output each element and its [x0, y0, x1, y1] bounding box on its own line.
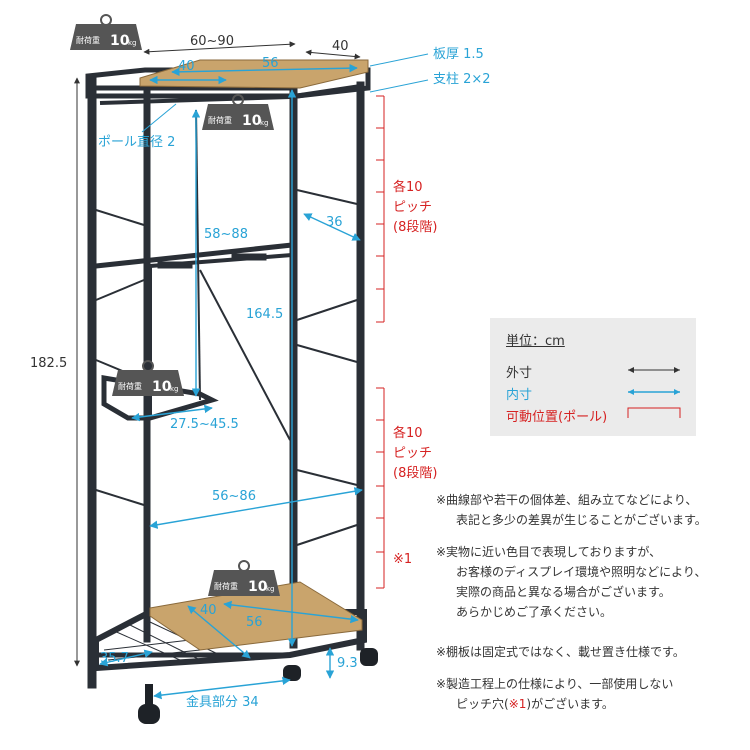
load-tag-upper-pole: 耐荷重 10 kg — [202, 94, 274, 130]
note-4: ※製造工程上の仕様により、一部使用しない ピッチ穴(※1)がございます。 — [436, 677, 674, 711]
bottom-shelf-width-label: 56 — [246, 615, 263, 630]
post-size-leader — [369, 79, 429, 93]
legend-movable: 可動位置(ポール) — [506, 410, 608, 425]
width-range-label: 60~90 — [190, 34, 234, 49]
inner-dimensions — [99, 63, 363, 700]
depth-label: 40 — [332, 39, 349, 54]
pitch-upper-line2: ピッチ — [393, 200, 432, 215]
note-1: ※曲線部や若干の個体差、組み立てなどにより、 表記と多少の差異が生じることがござ… — [436, 493, 707, 527]
svg-text:耐荷重: 耐荷重 — [118, 381, 142, 391]
svg-text:kg: kg — [128, 39, 137, 47]
shelf-thickness-leader — [369, 53, 429, 67]
note-2: ※実物に近い色目で表現しておりますが、 お客様のディスプレイ環境や照明などにより… — [436, 545, 707, 619]
legend-movable-bracket — [627, 407, 681, 418]
caster-front-right — [283, 665, 301, 681]
inner-height-label: 164.5 — [246, 307, 283, 322]
top-shelf-depth-label: 40 — [178, 59, 195, 74]
svg-text:kg: kg — [266, 585, 275, 593]
side-depth-label: 36 — [326, 215, 343, 230]
svg-text:10: 10 — [248, 579, 268, 595]
pitch-upper-line1: 各10 — [393, 179, 423, 195]
svg-text:10: 10 — [152, 379, 172, 395]
legend-inner-arrow — [628, 389, 680, 395]
svg-text:kg: kg — [260, 119, 269, 127]
svg-text:10: 10 — [242, 113, 262, 129]
load-tag-bottom: 耐荷重 10 kg — [208, 560, 280, 596]
back-right-post — [356, 81, 365, 651]
pole-diameter-label: ポール直径 2 — [98, 135, 175, 150]
note-marker-1: ※1 — [393, 552, 412, 567]
inner-width-range-label: 56~86 — [212, 489, 256, 504]
lower-pole-range-label: 27.5~45.5 — [170, 417, 239, 432]
top-shelf-width-label: 56 — [262, 56, 279, 71]
bottom-shelf-depth-label: 40 — [200, 603, 217, 618]
legend-outer-arrow — [628, 367, 680, 373]
pitch-lower-line3: (8段階) — [393, 466, 437, 481]
note-3: ※棚板は固定式ではなく、載せ置き仕様です。 — [436, 645, 685, 659]
legend-box: 単位：cm 外寸 内寸 可動位置(ポール) — [490, 318, 696, 436]
svg-text:10: 10 — [110, 33, 130, 49]
pole-width-range-label: 58~88 — [204, 227, 248, 242]
bottom-depth-label: 35.7 — [100, 651, 129, 666]
legend-inner: 内寸 — [506, 388, 533, 403]
caster-height-label: 9.3 — [337, 656, 358, 671]
load-tag-top: 耐荷重 10 kg — [70, 14, 142, 50]
front-left-post — [87, 75, 97, 689]
pitch-upper-line3: (8段階) — [393, 220, 437, 235]
legend-unit: 単位：cm — [506, 334, 565, 349]
svg-text:kg: kg — [170, 385, 179, 393]
caster-back-right — [360, 648, 378, 666]
front-right-post — [289, 87, 298, 649]
pole-diameter-leader — [141, 103, 177, 133]
pitch-lower-line1: 各10 — [393, 425, 423, 441]
svg-text:耐荷重: 耐荷重 — [76, 35, 100, 45]
pitch-lower-line2: ピッチ — [393, 446, 432, 461]
outer-dimensions — [74, 41, 361, 667]
shelf-thickness-label: 板厚 1.5 — [433, 47, 484, 62]
casters — [138, 648, 378, 724]
height-total-label: 182.5 — [30, 356, 67, 371]
fitting-part-label: 金具部分 34 — [186, 694, 259, 710]
top-shelf-board — [139, 59, 369, 89]
legend-outer: 外寸 — [506, 366, 533, 381]
svg-text:耐荷重: 耐荷重 — [208, 115, 232, 125]
svg-text:耐荷重: 耐荷重 — [214, 581, 238, 591]
caster-front-left — [138, 704, 160, 724]
pitch-bracket-upper — [376, 95, 385, 323]
pitch-bracket-lower — [376, 387, 385, 589]
load-tag-lower-pole: 耐荷重 10 kg — [112, 360, 184, 396]
post-size-label: 支柱 2×2 — [433, 72, 491, 87]
